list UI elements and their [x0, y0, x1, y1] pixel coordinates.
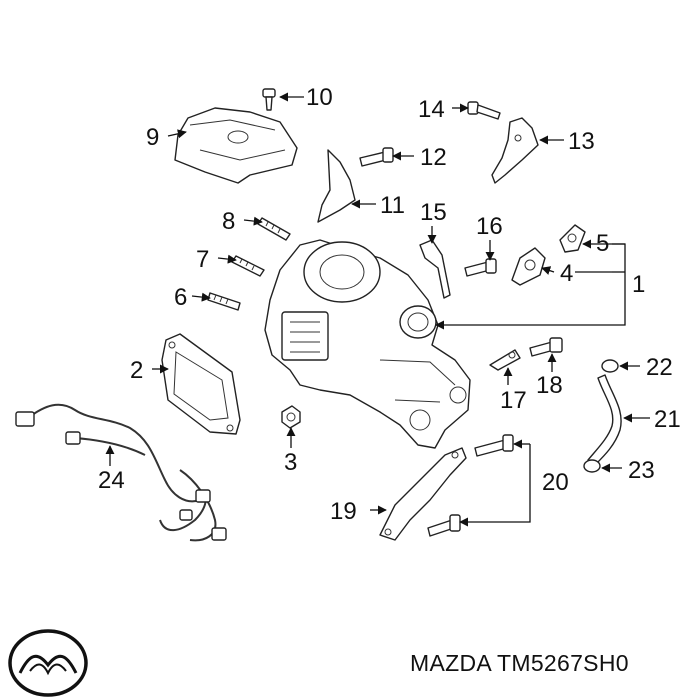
stud-7-part: [231, 255, 265, 277]
bolt-14-part: [467, 101, 501, 120]
clamp-22-part: [601, 359, 619, 373]
callout-23: 23: [628, 457, 655, 484]
callout-11: 11: [380, 192, 405, 219]
callout-14: 14: [418, 96, 445, 123]
callout-6: 6: [174, 284, 187, 311]
callout-7: 7: [196, 246, 209, 273]
callout-2: 2: [130, 357, 143, 384]
gasket-2-part: [161, 333, 241, 435]
bracket-15-part: [419, 239, 451, 299]
clamp-23-part: [583, 459, 601, 473]
bolt-10-part: [262, 88, 276, 111]
callout-12: 12: [420, 144, 447, 171]
bolt-20-upper-part: [474, 434, 514, 457]
callout-1: 1: [632, 271, 645, 298]
mazda-logo: [8, 629, 88, 697]
hose-21-part: [587, 374, 622, 466]
callout-13: 13: [568, 128, 595, 155]
callout-20: 20: [542, 469, 569, 496]
support-bracket-19-part: [379, 447, 467, 541]
bolt-20-lower-part: [427, 514, 461, 537]
callout-24: 24: [98, 467, 125, 494]
part-number-caption: MAZDA TM5267SH0: [410, 650, 629, 676]
leader-7: [217, 254, 237, 264]
leader-4: [541, 266, 555, 275]
bolt-18-part: [529, 337, 563, 357]
sensor-5-part: [559, 224, 586, 253]
callout-5: 5: [596, 230, 609, 257]
stud-6-part: [207, 292, 241, 311]
leader-8: [243, 216, 263, 226]
leader-6: [191, 292, 211, 302]
wiring-harness-24-part: [15, 403, 227, 542]
heat-shield-part: [174, 107, 298, 184]
sensor-4-part: [511, 247, 546, 286]
callout-labels: 1 2 3 4 5 6 7 8 9 10 11 12 13 14 15 16 1…: [98, 84, 681, 525]
bracket-17-part: [489, 349, 521, 371]
callout-17: 17: [500, 387, 527, 414]
callout-18: 18: [536, 372, 563, 399]
leader-9: [167, 129, 187, 139]
callout-22: 22: [646, 354, 673, 381]
callout-16: 16: [476, 213, 503, 240]
bracket-11-part: [317, 149, 356, 223]
bolt-16-part: [464, 258, 497, 277]
callout-3: 3: [284, 449, 297, 476]
leader-1: [435, 243, 626, 330]
stud-8-part: [257, 217, 291, 241]
callout-19: 19: [330, 498, 357, 525]
bolt-12-part: [359, 147, 394, 167]
callout-8: 8: [222, 208, 235, 235]
callout-21: 21: [654, 406, 681, 433]
nut-3-part: [281, 405, 301, 429]
turbocharger-assembly-part: [264, 239, 471, 449]
bracket-13-part: [491, 117, 539, 184]
callout-4: 4: [560, 260, 573, 287]
callout-9: 9: [146, 124, 159, 151]
leader-20-lower: [459, 444, 531, 527]
leader-lines: [105, 92, 650, 527]
callout-15: 15: [420, 199, 447, 226]
callout-10: 10: [306, 84, 333, 111]
